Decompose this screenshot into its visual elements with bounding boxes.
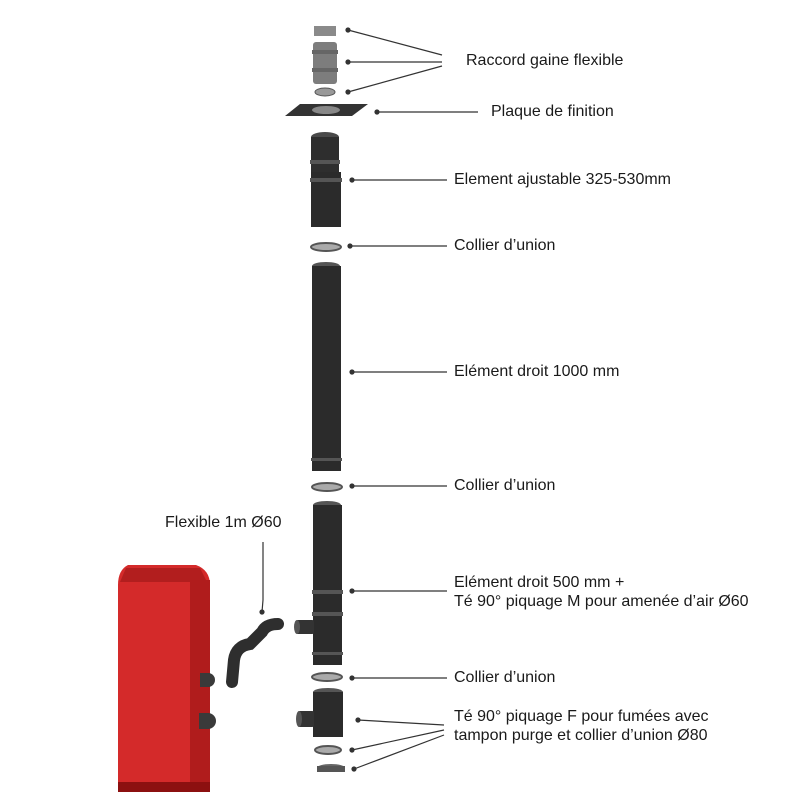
element-droit-500-te (294, 501, 343, 665)
element-droit-1000 (311, 262, 342, 471)
stove (118, 565, 216, 792)
label-collier-3: Collier d’union (454, 669, 556, 686)
raccord-gaine-flexible (312, 26, 338, 97)
label-ajustable: Element ajustable 325-530mm (454, 171, 672, 188)
label-plaque: Plaque de finition (491, 103, 614, 120)
te-fumees (296, 688, 343, 737)
collier-union-3 (311, 672, 343, 682)
label-flexible: Flexible 1m Ø60 (165, 514, 282, 531)
collier-union-2 (311, 482, 343, 492)
element-ajustable (310, 132, 342, 227)
tampon-purge (317, 764, 345, 772)
tampon-ring (314, 745, 342, 755)
label-te-line1: Té 90° piquage F pour fumées avec (454, 708, 709, 725)
label-droit-500-line2: Té 90° piquage M pour amenée d’air Ø60 (454, 593, 749, 610)
label-raccord: Raccord gaine flexible (466, 52, 624, 69)
collier-union-1 (310, 242, 342, 252)
label-collier-1: Collier d’union (454, 237, 556, 254)
label-droit-500-line1: Elément droit 500 mm + (454, 574, 625, 591)
label-te-line2: tampon purge et collier d’union Ø80 (454, 727, 708, 744)
label-te: Té 90° piquage F pour fumées avec tampon… (454, 707, 709, 745)
flexible-hose (226, 618, 284, 688)
label-droit-1000: Elément droit 1000 mm (454, 363, 620, 380)
label-droit-500: Elément droit 500 mm + Té 90° piquage M … (454, 573, 749, 611)
plaque-de-finition (285, 104, 368, 116)
leader-lines (259, 27, 478, 772)
label-collier-2: Collier d’union (454, 477, 556, 494)
